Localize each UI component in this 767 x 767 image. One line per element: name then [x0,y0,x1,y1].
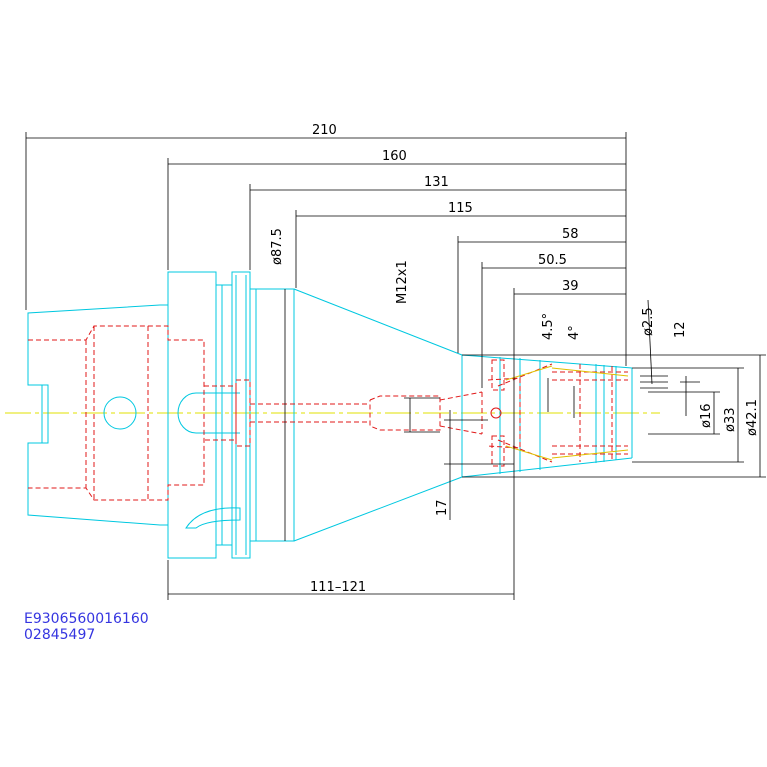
dim-dia-16: ø16 [699,404,714,429]
dim-dia-42-1: ø42.1 [745,399,760,436]
holder-outline [27,271,633,559]
dim-dia-87-5: ø87.5 [270,228,285,265]
dim-131: 131 [424,175,449,190]
part-number: 02845497 [24,627,96,643]
hidden-lines [28,325,628,501]
dim-58: 58 [562,227,579,242]
dim-17: 17 [435,499,450,516]
dim-115: 115 [448,201,473,216]
dim-dia-2-5: ø2.5 [641,307,656,336]
dim-39: 39 [562,279,579,294]
dimension-lines [25,132,766,600]
dim-12: 12 [673,321,688,338]
dim-111-121: 111–121 [310,580,366,595]
dim-210: 210 [312,123,337,138]
part-code: E9306560016160 [24,611,149,627]
dim-50-5: 50.5 [538,253,567,268]
dim-angle-4: 4° [567,325,582,340]
cross-hole [490,407,502,419]
dim-dia-33: ø33 [723,408,738,433]
dim-m12x1: M12x1 [395,260,410,304]
dim-angle-4-5: 4.5° [541,313,556,340]
dim-160: 160 [382,149,407,164]
